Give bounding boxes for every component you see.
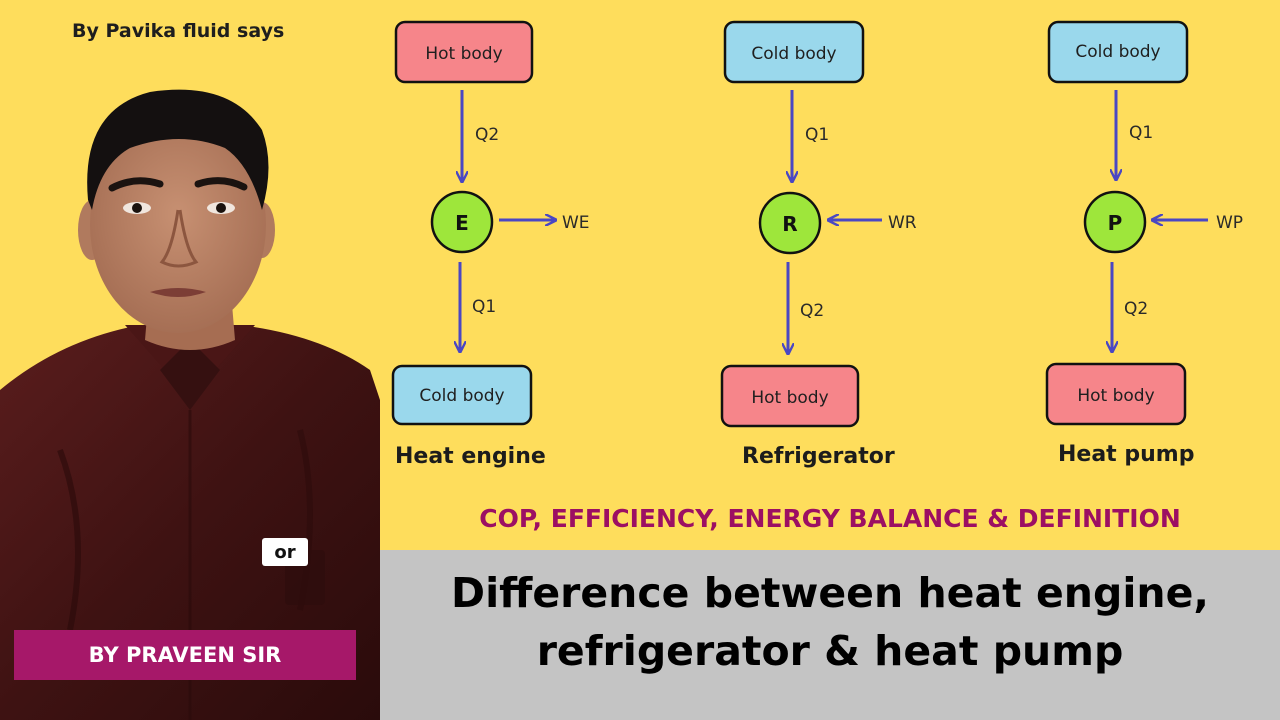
- author-badge: BY PRAVEEN SIR: [14, 630, 356, 680]
- cold-body-box: [723, 20, 865, 84]
- refrigerator-diagram: Cold body Q1 R WR Q2 Hot body Refrigerat…: [720, 20, 917, 469]
- cold-body-box: [391, 364, 533, 426]
- top-flow-label: Q2: [475, 125, 499, 145]
- cold-body-box: [1047, 20, 1189, 84]
- or-badge: or: [262, 538, 308, 566]
- presenter-photo: [0, 89, 380, 720]
- heat-engine-caption: Heat engine: [395, 444, 546, 469]
- title-band: Difference between heat engine, refriger…: [380, 550, 1280, 720]
- node-label: E: [455, 211, 469, 235]
- hot-body-box: [720, 364, 860, 428]
- work-label: WP: [1216, 213, 1243, 233]
- bottom-flow-label: Q1: [472, 297, 496, 317]
- node-label: R: [782, 212, 797, 236]
- node-label: P: [1108, 211, 1123, 235]
- hot-body-box: [1045, 362, 1187, 426]
- title-line-1: Difference between heat engine,: [451, 569, 1209, 617]
- work-label: WE: [562, 213, 590, 233]
- top-flow-label: Q1: [805, 125, 829, 145]
- heat-engine-diagram: Hot body Q2 E WE Q1 Cold body Heat engin…: [391, 20, 590, 469]
- work-label: WR: [888, 213, 917, 233]
- video-title: Difference between heat engine, refriger…: [380, 564, 1280, 680]
- subtitle: COP, EFFICIENCY, ENERGY BALANCE & DEFINI…: [479, 504, 1181, 533]
- bottom-box-label: Cold body: [419, 386, 504, 406]
- bottom-flow-label: Q2: [800, 301, 824, 321]
- top-box-label: Cold body: [1075, 42, 1160, 62]
- refrigerator-caption: Refrigerator: [742, 444, 895, 469]
- bottom-flow-label: Q2: [1124, 299, 1148, 319]
- channel-credit: By Pavika fluid says: [72, 20, 285, 42]
- top-box-label: Hot body: [425, 44, 502, 64]
- title-line-2: refrigerator & heat pump: [536, 627, 1124, 675]
- top-flow-label: Q1: [1129, 123, 1153, 143]
- hot-body-box: [394, 20, 534, 84]
- heat-pump-caption: Heat pump: [1058, 442, 1194, 467]
- refrigerator-node: [758, 191, 822, 255]
- engine-node: [430, 190, 494, 254]
- pump-node: [1083, 190, 1147, 254]
- heat-pump-diagram: Cold body Q1 P WP Q2 Hot body Heat pump: [1045, 20, 1243, 467]
- top-box-label: Cold body: [751, 44, 836, 64]
- thermo-diagrams: Hot body Q2 E WE Q1 Cold body Heat engin…: [391, 20, 1243, 469]
- bottom-box-label: Hot body: [751, 388, 828, 408]
- bottom-box-label: Hot body: [1077, 386, 1154, 406]
